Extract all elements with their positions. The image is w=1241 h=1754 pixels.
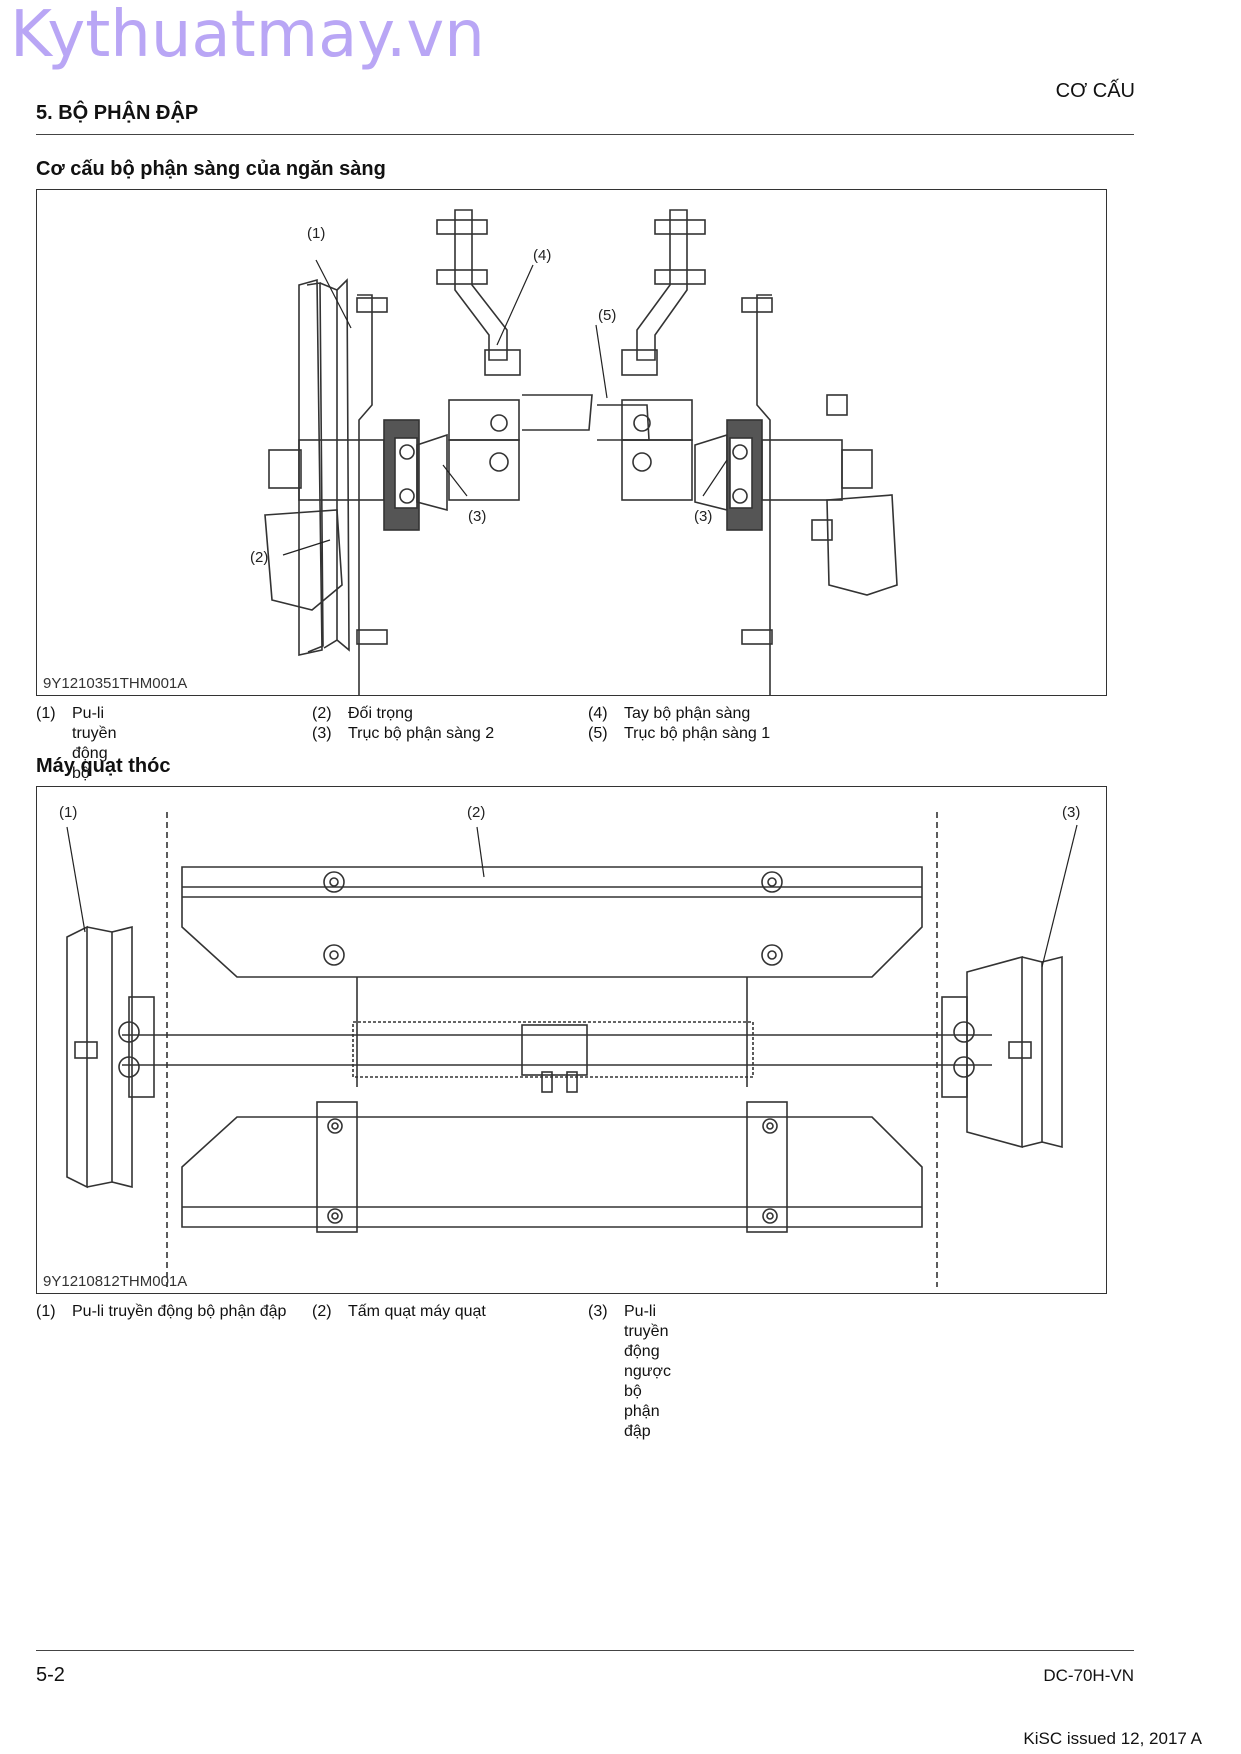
callout-1: (1) [59, 804, 77, 821]
sieve-mechanism-drawing: (1) (2) (3) (3) (4) (5) [250, 209, 898, 695]
figure1-code: 9Y1210351THM001A [43, 675, 188, 692]
document-code: DC-70H-VN [1043, 1666, 1134, 1685]
figure1-legend: (1) Pu-li truyền động bộ phận sàng của n… [36, 705, 771, 882]
header-category: CƠ CẤU [1055, 80, 1135, 102]
figure2-legend: (1) Pu-li truyền động bộ phận đập (2) Tấ… [36, 1303, 671, 1440]
callout-3: (3) [1062, 804, 1080, 821]
figure1-title: Cơ cấu bộ phận sàng của ngăn sàng [36, 158, 386, 180]
callout-1: (1) [307, 225, 325, 242]
callout-2: (2) [467, 804, 485, 821]
footer-divider [36, 1650, 1134, 1651]
figure2-diagram: (1) (2) (3) 9Y1210812THM001A [36, 786, 1107, 1294]
issued-note: KiSC issued 12, 2017 A [1023, 1729, 1202, 1748]
callout-4: (4) [533, 247, 551, 264]
header-divider [36, 134, 1134, 135]
figure1-diagram: (1) (2) (3) (3) (4) (5) 9Y1210351THM001A [36, 189, 1107, 696]
watermark-logo: Kythuatmay.vn [10, 0, 485, 72]
callout-3-right: (3) [694, 508, 712, 525]
section-title: 5. BỘ PHẬN ĐẬP [36, 102, 199, 124]
callout-5: (5) [598, 307, 616, 324]
page-number: 5-2 [36, 1664, 65, 1686]
callout-3-left: (3) [468, 508, 486, 525]
callout-2: (2) [250, 549, 268, 566]
figure2-title: Máy quạt thóc [36, 755, 171, 777]
figure2-code: 9Y1210812THM001A [43, 1273, 188, 1290]
winnower-fan-drawing: (1) (2) (3) [59, 804, 1080, 1287]
